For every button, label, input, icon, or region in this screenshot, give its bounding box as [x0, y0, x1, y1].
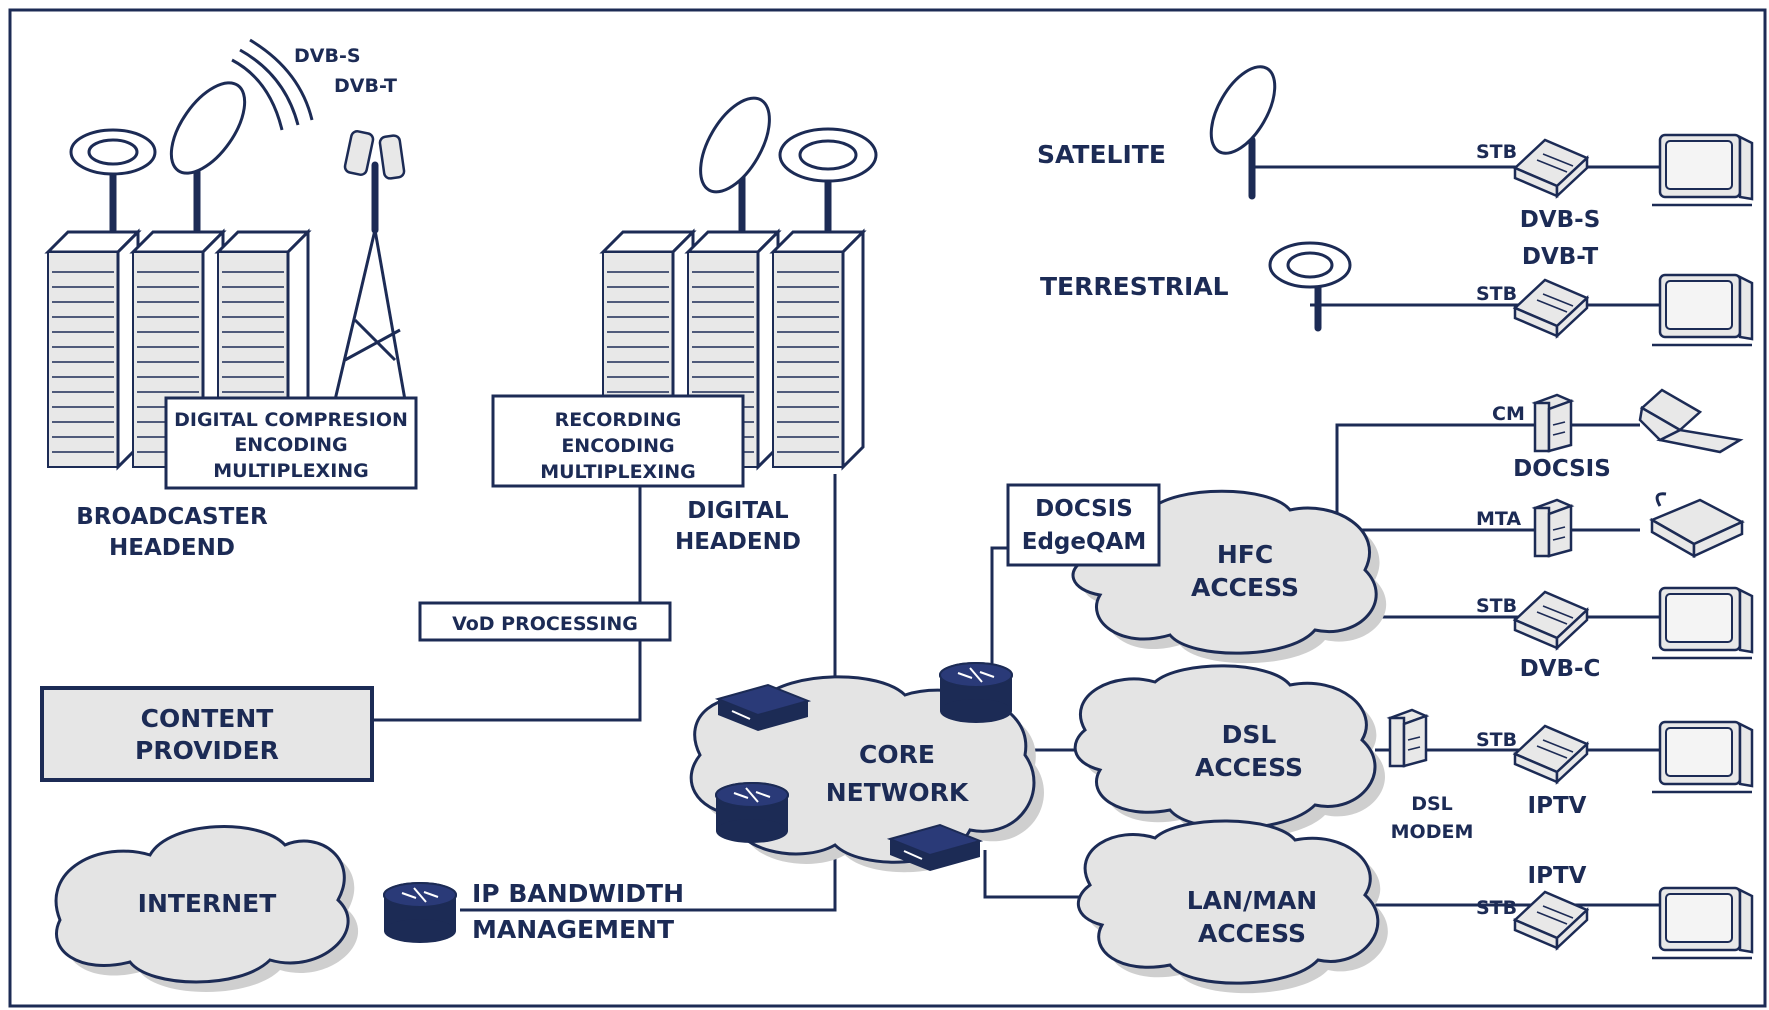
- broadcaster-signal-2: DVB-T: [334, 75, 397, 97]
- mta-icon: [1533, 498, 1573, 558]
- broadcaster-label-line-1: BROADCASTER: [76, 504, 268, 530]
- satellite-row: SATELITE STB DVB-S: [1037, 65, 1754, 233]
- ip-bandwidth-label-line-2: MANAGEMENT: [472, 915, 674, 944]
- edgeqam-label-line-2: EdgeQAM: [1022, 529, 1146, 555]
- stb-label-dsl: STB: [1476, 729, 1517, 751]
- digital-headend: RECORDING ENCODING MULTIPLEXING DIGITAL …: [491, 96, 878, 555]
- stb-terrestrial-icon: [1513, 278, 1589, 338]
- iptv-dsl-label: IPTV: [1528, 793, 1587, 819]
- tv-satellite-icon: [1650, 133, 1754, 207]
- terrestrial-label: TERRESTRIAL: [1040, 272, 1229, 301]
- edgeqam-box: [1006, 483, 1161, 567]
- lanman-label-line-1: LAN/MAN: [1187, 886, 1317, 915]
- headend-label-line-2: HEADEND: [675, 529, 801, 555]
- ip-bandwidth-label-line-1: IP BANDWIDTH: [472, 879, 684, 908]
- stb-label-terrestrial: STB: [1476, 283, 1517, 305]
- broadcaster-headend: DVB-S DVB-T DIGITAL COMPRESION ENCODING …: [46, 38, 418, 561]
- dsl-modem-icon: [1388, 708, 1428, 768]
- stb-label-satellite: STB: [1476, 141, 1517, 163]
- headend-process-line-2: ENCODING: [561, 435, 674, 457]
- hfc-label-line-2: ACCESS: [1191, 573, 1299, 602]
- vod-processing-box: [418, 601, 672, 642]
- diagram-frame: [8, 8, 1767, 1008]
- internet-label: INTERNET: [138, 889, 277, 918]
- internet-cloud: INTERNET: [54, 825, 359, 992]
- cable-modem-icon: [1533, 393, 1573, 453]
- lanman-access-cloud: LAN/MAN ACCESS: [1076, 819, 1388, 994]
- stb-hfc-icon: [1513, 590, 1589, 650]
- lanman-label-line-2: ACCESS: [1198, 919, 1306, 948]
- tv-lan-icon: [1650, 886, 1754, 960]
- edgeqam-label-line-1: DOCSIS: [1035, 496, 1133, 522]
- dsl-label-line-2: ACCESS: [1195, 753, 1303, 782]
- stb-satellite-icon: [1513, 138, 1589, 198]
- content-provider-label-line-1: CONTENT: [141, 704, 274, 733]
- core-network-label-line-1: CORE: [859, 740, 935, 769]
- tv-dsl-icon: [1650, 720, 1754, 794]
- bandwidth-router-icon: [383, 882, 457, 944]
- headend-label-line-1: DIGITAL: [687, 498, 789, 524]
- broadcaster-process-line-3: MULTIPLEXING: [213, 460, 369, 482]
- iptv-lan-label: IPTV: [1528, 863, 1587, 889]
- stb-label-hfc: STB: [1476, 595, 1517, 617]
- core-router-icon: [939, 662, 1013, 724]
- core-network-label-line-2: NETWORK: [826, 778, 970, 807]
- hfc-label-line-1: HFC: [1217, 540, 1273, 569]
- dsl-access-cloud: DSL ACCESS: [1073, 664, 1386, 839]
- broadcaster-label-line-2: HEADEND: [109, 535, 235, 561]
- vod-processing-label: VoD PROCESSING: [452, 613, 638, 635]
- satelite-label: SATELITE: [1037, 140, 1166, 169]
- dvb-s-label: DVB-S: [1520, 207, 1601, 233]
- dvb-t-label: DVB-T: [1522, 244, 1599, 270]
- content-provider-box: [40, 686, 374, 782]
- broadcaster-process-line-1: DIGITAL COMPRESION: [174, 409, 408, 431]
- cm-label: CM: [1492, 403, 1525, 425]
- stb-dsl-icon: [1513, 724, 1589, 784]
- hfc-devices: CM DOCSIS MTA STB DVB-C: [1476, 388, 1754, 682]
- tower-icon: [333, 130, 407, 401]
- headend-process-line-3: MULTIPLEXING: [540, 461, 696, 483]
- terrestrial-row: DVB-T TERRESTRIAL STB: [1040, 241, 1754, 347]
- stb-label-lan: STB: [1476, 897, 1517, 919]
- headend-process-line-1: RECORDING: [555, 409, 682, 431]
- tv-hfc-icon: [1650, 586, 1754, 660]
- stb-lan-icon: [1513, 890, 1589, 950]
- phone-icon: [1649, 492, 1745, 559]
- lanman-devices: IPTV STB: [1476, 863, 1754, 960]
- broadcaster-process-line-2: ENCODING: [234, 434, 347, 456]
- docsis-label: DOCSIS: [1513, 456, 1611, 482]
- connection-lines: [373, 165, 1660, 912]
- dsl-label-line-1: DSL: [1222, 720, 1277, 749]
- dsl-modem-label-line-1: DSL: [1411, 793, 1453, 815]
- mta-label: MTA: [1476, 508, 1521, 530]
- dvb-c-label: DVB-C: [1520, 656, 1601, 682]
- core-router-icon: [715, 782, 789, 844]
- content-provider-label-line-2: PROVIDER: [135, 736, 279, 765]
- tv-terrestrial-icon: [1650, 273, 1754, 347]
- laptop-icon: [1638, 388, 1744, 454]
- headend-process-box: [491, 394, 745, 488]
- broadcaster-signal-1: DVB-S: [294, 45, 361, 67]
- broadcaster-process-box: [164, 396, 418, 490]
- dsl-modem-label-line-2: MODEM: [1391, 821, 1474, 843]
- dsl-devices: DSL MODEM STB IPTV: [1388, 708, 1754, 843]
